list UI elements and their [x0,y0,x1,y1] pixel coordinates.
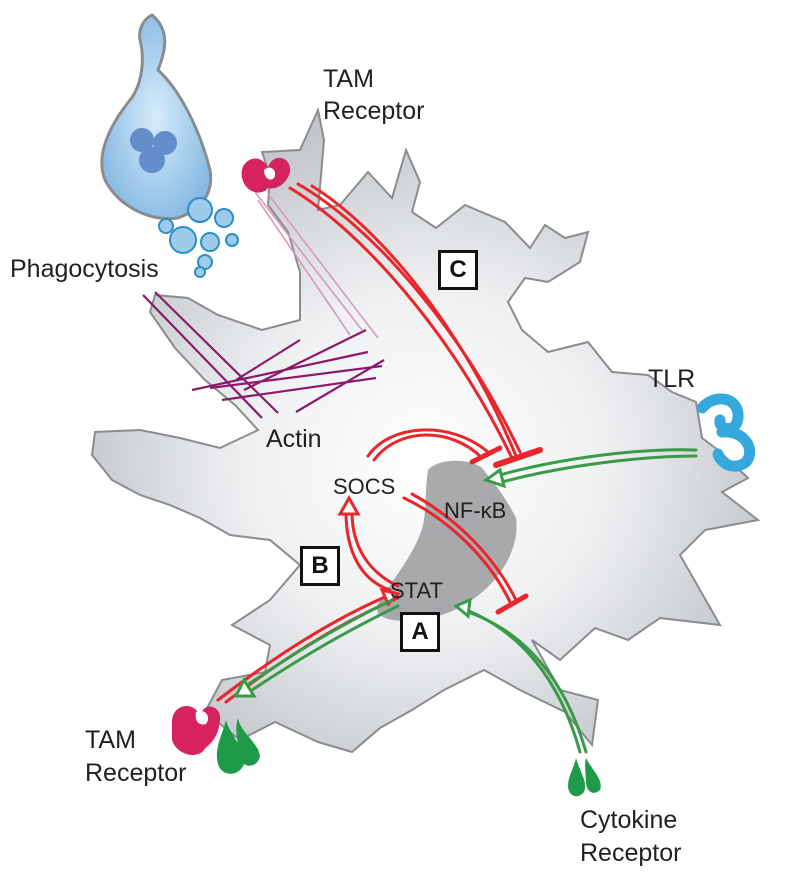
apoptotic-cell [100,13,239,278]
tam-receptor-bottom-label-line1: TAM [85,726,136,754]
phagocytosis-label: Phagocytosis [10,255,159,283]
cytokine-receptor-label-line2: Receptor [580,839,682,867]
pathway-a-box: A [400,612,440,652]
tam-receptor-top-label-line1: TAM [323,65,374,93]
socs-label: SOCS [333,474,396,499]
actin-filaments [142,291,385,419]
activation-arrows [233,448,698,754]
stat-label: STAT [390,578,443,603]
tam-receptor-bottom [172,705,260,774]
nucleus [376,460,517,621]
cytokine-receptor [568,758,601,797]
cytokine-receptor-label-line1: Cytokine [580,806,678,834]
actin-label: Actin [266,425,322,453]
tam-receptor-top-label-line2: Receptor [323,97,425,125]
nfkb-label: NF-κB [444,498,507,523]
tam-receptor-top [241,157,291,193]
tam-receptor-bottom-label-line2: Receptor [85,759,187,787]
actin-filaments-faint [254,191,379,339]
tlr-receptor [696,393,756,472]
pathway-b-box: B [300,546,340,586]
pathway-c-box: C [438,250,478,290]
tlr-label: TLR [648,365,696,393]
